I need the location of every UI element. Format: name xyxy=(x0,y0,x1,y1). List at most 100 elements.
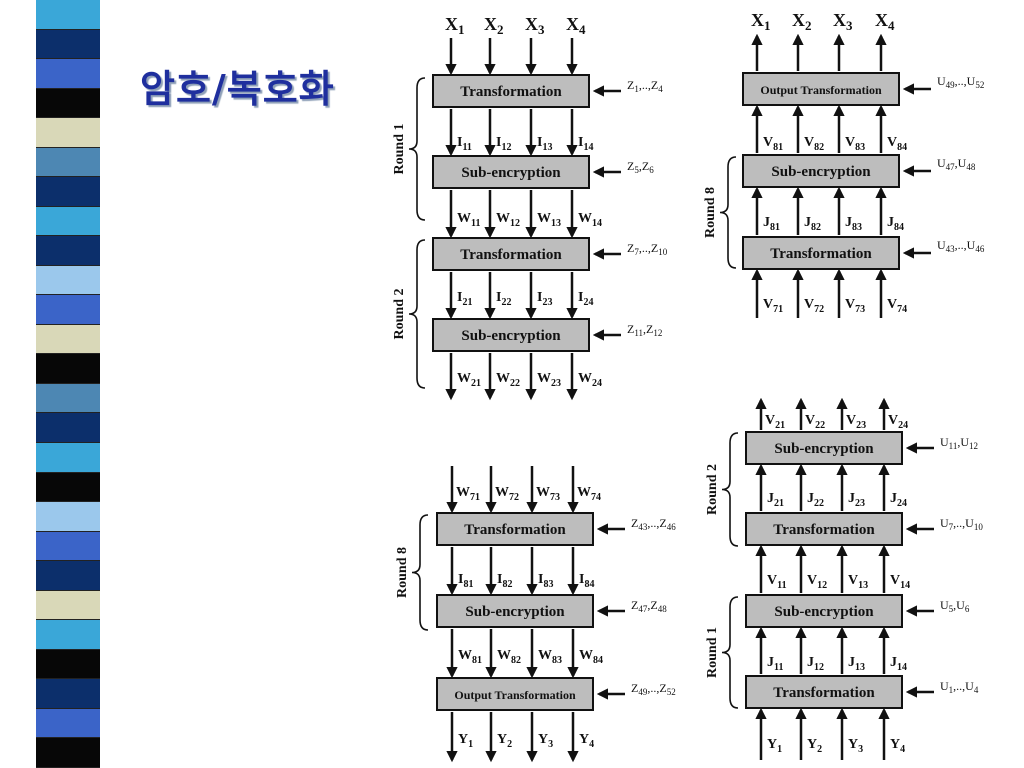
intermediate-variable-label: Y3 xyxy=(538,732,553,750)
intermediate-variable-label: J23 xyxy=(848,491,865,509)
subkey-label: Z47,Z48 xyxy=(631,598,667,614)
input-variable-label: W73 xyxy=(536,485,560,503)
intermediate-variable-label: W81 xyxy=(458,648,482,666)
input-variable-label: W72 xyxy=(495,485,519,503)
intermediate-variable-label: W11 xyxy=(457,211,480,229)
intermediate-variable-label: Y4 xyxy=(579,732,594,750)
round-label: Round 8 xyxy=(395,547,410,598)
intermediate-variable-label: V83 xyxy=(845,135,865,153)
intermediate-variable-label: J24 xyxy=(890,491,907,509)
stage-label: Sub-encryption xyxy=(771,164,871,180)
strip-segment xyxy=(36,0,100,30)
round-label: Round 2 xyxy=(705,464,720,515)
strip-segment xyxy=(36,59,100,89)
intermediate-variable-label: I82 xyxy=(497,572,512,590)
cipher-stage-box xyxy=(742,236,900,270)
strip-segment xyxy=(36,265,100,296)
strip-segment xyxy=(36,472,100,503)
stage-label: Transformation xyxy=(460,247,562,263)
cipher-stage-box xyxy=(432,155,590,189)
stage-label: Sub-encryption xyxy=(461,328,561,344)
subkey-label: U5,U6 xyxy=(940,598,970,614)
strip-segment xyxy=(36,531,100,562)
intermediate-variable-label: J13 xyxy=(848,655,865,673)
intermediate-variable-label: J14 xyxy=(890,655,907,673)
cipher-stage-box xyxy=(436,512,594,546)
subkey-label: Z5,Z6 xyxy=(627,159,654,175)
intermediate-variable-label: J22 xyxy=(807,491,824,509)
intermediate-variable-label: Y3 xyxy=(848,737,863,755)
strip-segment xyxy=(36,620,100,650)
subkey-label: Z7,..,Z10 xyxy=(627,241,668,257)
stage-label: Transformation xyxy=(464,522,566,538)
intermediate-variable-label: Y1 xyxy=(767,737,782,755)
strip-segment xyxy=(36,708,100,739)
cipher-stage-box xyxy=(436,594,594,628)
intermediate-variable-label: I83 xyxy=(538,572,553,590)
strip-segment xyxy=(36,502,100,532)
intermediate-variable-label: J21 xyxy=(767,491,784,509)
intermediate-variable-label: Y4 xyxy=(890,737,905,755)
input-variable-label: X3 xyxy=(833,10,853,33)
intermediate-variable-label: J83 xyxy=(845,215,862,233)
stage-label: Output Transformation xyxy=(760,83,882,97)
intermediate-variable-label: I14 xyxy=(578,135,593,153)
intermediate-variable-label: I81 xyxy=(458,572,473,590)
round-brace xyxy=(719,156,737,269)
stage-label: Sub-encryption xyxy=(774,604,874,620)
strip-segment xyxy=(36,295,100,325)
stage-label: Sub-encryption xyxy=(774,441,874,457)
strip-segment xyxy=(36,147,100,178)
intermediate-variable-label: J12 xyxy=(807,655,824,673)
intermediate-variable-label: W22 xyxy=(496,371,520,389)
cipher-stage-box xyxy=(742,154,900,188)
subkey-label: Z1,..,Z4 xyxy=(627,78,663,94)
intermediate-variable-label: V82 xyxy=(804,135,824,153)
round-brace xyxy=(721,432,739,547)
subkey-label: U11,U12 xyxy=(940,435,978,451)
intermediate-variable-label: I23 xyxy=(537,290,552,308)
strip-segment xyxy=(36,679,100,709)
intermediate-variable-label: I21 xyxy=(457,290,472,308)
intermediate-variable-label: Y2 xyxy=(807,737,822,755)
input-variable-label: X2 xyxy=(484,14,504,37)
input-variable-label: V23 xyxy=(846,413,866,431)
strip-segment xyxy=(36,88,100,119)
subkey-label: U1,..,U4 xyxy=(940,679,979,695)
stage-label: Output Transformation xyxy=(454,688,576,702)
intermediate-variable-label: I12 xyxy=(496,135,511,153)
intermediate-variable-label: W24 xyxy=(578,371,602,389)
input-variable-label: V22 xyxy=(805,413,825,431)
subkey-label: Z11,Z12 xyxy=(627,322,662,338)
input-variable-label: X4 xyxy=(875,10,895,33)
cipher-stage-box xyxy=(432,318,590,352)
strip-segment xyxy=(36,177,100,207)
intermediate-variable-label: W14 xyxy=(578,211,602,229)
intermediate-variable-label: Y2 xyxy=(497,732,512,750)
strip-segment xyxy=(36,324,100,355)
intermediate-variable-label: V14 xyxy=(890,573,910,591)
input-variable-label: X3 xyxy=(525,14,545,37)
intermediate-variable-label: W13 xyxy=(537,211,561,229)
strip-segment xyxy=(36,354,100,384)
strip-segment xyxy=(36,118,100,148)
subkey-label: U43,..,U46 xyxy=(937,238,985,254)
intermediate-variable-label: W23 xyxy=(537,371,561,389)
input-variable-label: W71 xyxy=(456,485,480,503)
intermediate-variable-label: V84 xyxy=(887,135,907,153)
strip-segment xyxy=(36,649,100,680)
round-label: Round 8 xyxy=(703,187,718,238)
intermediate-variable-label: I13 xyxy=(537,135,552,153)
intermediate-variable-label: V13 xyxy=(848,573,868,591)
stage-label: Transformation xyxy=(770,246,872,262)
intermediate-variable-label: W21 xyxy=(457,371,481,389)
stage-label: Transformation xyxy=(773,685,875,701)
slide-title: 암호/복호화 xyxy=(140,67,335,111)
intermediate-variable-label: J82 xyxy=(804,215,821,233)
intermediate-variable-label: I22 xyxy=(496,290,511,308)
intermediate-variable-label: V11 xyxy=(767,573,787,591)
intermediate-variable-label: Y1 xyxy=(458,732,473,750)
subkey-label: U7,..,U10 xyxy=(940,516,983,532)
input-variable-label: X1 xyxy=(751,10,771,33)
